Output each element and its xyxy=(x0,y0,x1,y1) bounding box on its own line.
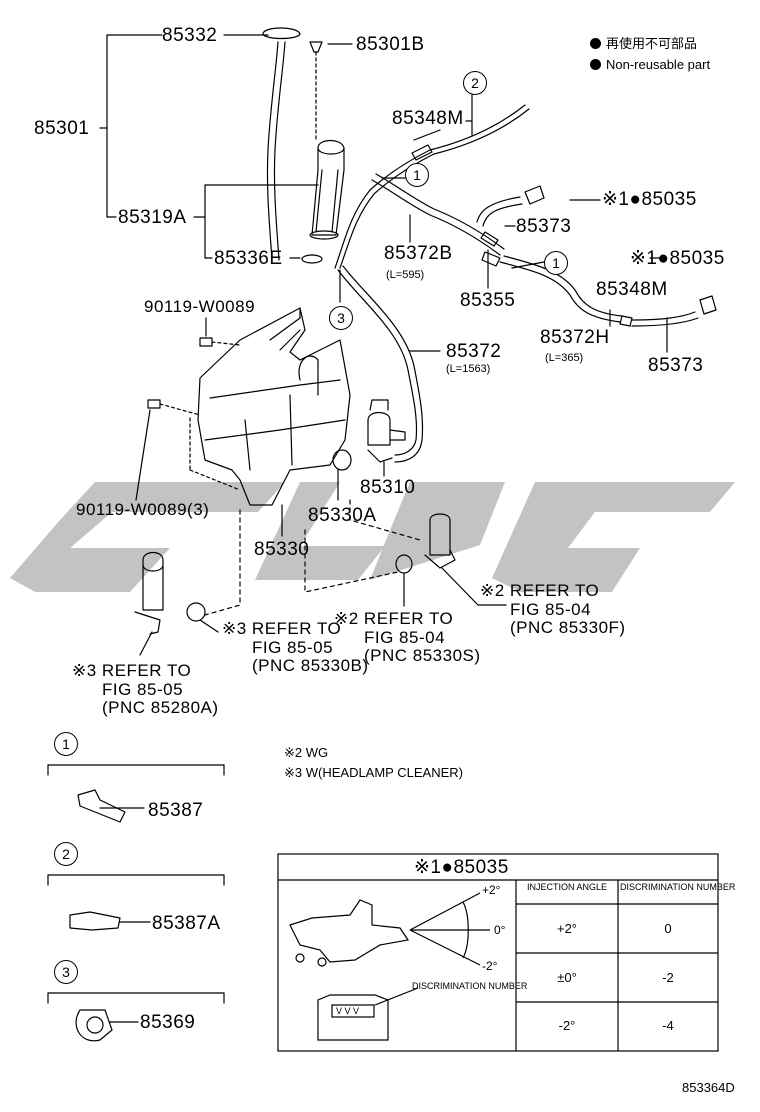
label-85373-b[interactable]: 85373 xyxy=(648,355,704,376)
callout-2-group: 2 xyxy=(54,842,78,866)
length-85372b: (L=595) xyxy=(386,269,425,281)
label-85372h[interactable]: 85372H xyxy=(540,327,610,348)
hose-85372b-drawing xyxy=(334,149,431,269)
table-angle-2: -2° xyxy=(558,1018,576,1033)
grommet-drawing xyxy=(301,254,323,264)
label-85301[interactable]: 85301 xyxy=(34,118,90,139)
label-85355[interactable]: 85355 xyxy=(460,290,516,311)
label-85348m-right[interactable]: 85348M xyxy=(596,279,668,300)
label-85035-b[interactable]: ※1●85035 xyxy=(630,248,725,269)
label-90119-bottom[interactable]: 90119-W0089(3) xyxy=(76,500,210,519)
label-85387[interactable]: 85387 xyxy=(148,800,204,821)
watermark-logo xyxy=(10,482,735,592)
refer-line: FIG 85-05 xyxy=(252,637,334,657)
refer-note-85330b[interactable]: ※3 REFER TO FIG 85-05 (PNC 85330B) xyxy=(222,619,369,676)
callout-1-right[interactable]: 1 xyxy=(544,251,568,275)
label-85387a[interactable]: 85387A xyxy=(152,913,221,934)
length-85372: (L=1563) xyxy=(446,363,491,375)
legend-text-en: Non-reusable part xyxy=(606,57,711,72)
legend-item-english: Non-reusable part xyxy=(590,58,710,71)
refer-line: FIG 85-04 xyxy=(510,599,592,619)
refer-line: (PNC 85330B) xyxy=(252,656,369,676)
filled-dot-icon xyxy=(590,38,601,49)
refer-line: FIG 85-04 xyxy=(364,627,446,647)
legend-item-japanese: 再使用不可部品 xyxy=(590,37,697,50)
filled-dot-icon xyxy=(590,59,601,70)
table-header-angle: INJECTION ANGLE xyxy=(526,882,607,892)
label-85372b[interactable]: 85372B xyxy=(384,243,453,264)
connector-marking: V V V xyxy=(336,1006,360,1016)
label-85301b[interactable]: 85301B xyxy=(356,34,425,55)
refer-note-85330s[interactable]: ※2 REFER TO FIG 85-04 (PNC 85330S) xyxy=(334,609,481,666)
nozzle-right-drawing xyxy=(699,295,717,315)
screw-top-drawing xyxy=(199,337,213,347)
label-85372[interactable]: 85372 xyxy=(446,341,502,362)
grommet-headlamp-drawing xyxy=(186,602,206,622)
diagram-id: 853364D xyxy=(682,1080,735,1095)
refer-line: (PNC 85330F) xyxy=(510,618,626,638)
nozzle-top-drawing xyxy=(524,185,545,205)
label-85035-a[interactable]: ※1●85035 xyxy=(602,189,697,210)
refer-line: ※2 REFER TO xyxy=(334,609,454,628)
label-85330[interactable]: 85330 xyxy=(254,539,310,560)
label-85369[interactable]: 85369 xyxy=(140,1012,196,1033)
grommet-wg-drawing xyxy=(395,554,413,574)
callout-2-top[interactable]: 2 xyxy=(463,71,487,95)
nozzle-table-frame xyxy=(277,853,719,1052)
joint-85355-drawing xyxy=(481,251,501,267)
callout-1-group: 1 xyxy=(54,732,78,756)
callout-3[interactable]: 3 xyxy=(329,306,353,330)
label-85336e[interactable]: 85336E xyxy=(214,248,283,269)
callout-1-left[interactable]: 1 xyxy=(405,163,429,187)
clamp-85387-drawing xyxy=(77,789,126,823)
clip-85301b-drawing xyxy=(309,41,323,53)
refer-line: ※3 REFER TO xyxy=(222,619,342,638)
legend-text-jp: 再使用不可部品 xyxy=(606,36,698,51)
screw-left-drawing xyxy=(147,399,161,409)
spray-angle-zero: 0° xyxy=(494,923,506,937)
refer-line: FIG 85-05 xyxy=(102,679,184,699)
clamp-85387a-drawing xyxy=(69,911,121,931)
grommet-85330a-drawing xyxy=(332,449,352,471)
table-angle-0: +2° xyxy=(556,921,578,936)
table-num-2: -4 xyxy=(662,1018,674,1033)
label-90119-top[interactable]: 90119-W0089 xyxy=(144,297,256,316)
label-85330a[interactable]: 85330A xyxy=(308,505,377,526)
pump-85310-drawing xyxy=(367,411,391,446)
refer-line: ※2 REFER TO xyxy=(480,581,600,600)
washer-tank-drawing xyxy=(197,307,351,506)
table-angle-1: ±0° xyxy=(557,970,577,985)
pump-wg-drawing xyxy=(429,513,451,556)
label-85310[interactable]: 85310 xyxy=(360,477,416,498)
filler-neck-drawing xyxy=(311,139,345,236)
footnote-headlamp: ※3 W(HEADLAMP CLEANER) xyxy=(284,765,463,780)
tank-cap-drawing xyxy=(262,27,301,40)
pump-headlamp-drawing xyxy=(142,551,164,611)
label-85373-a[interactable]: 85373 xyxy=(516,216,572,237)
disc-number-label: DISCRIMINATION NUMBER xyxy=(412,981,528,991)
spray-angle-plus: +2° xyxy=(482,883,501,897)
label-85332[interactable]: 85332 xyxy=(162,25,218,46)
table-header-number: DISCRIMINATION NUMBER xyxy=(620,882,736,892)
refer-note-85280a[interactable]: ※3 REFER TO FIG 85-05 (PNC 85280A) xyxy=(72,661,219,718)
spray-angle-minus: -2° xyxy=(482,959,498,973)
label-85348m-top[interactable]: 85348M xyxy=(392,108,464,129)
callout-3-group: 3 xyxy=(54,960,78,984)
refer-note-85330f[interactable]: ※2 REFER TO FIG 85-04 (PNC 85330F) xyxy=(480,581,626,638)
refer-line: (PNC 85280A) xyxy=(102,698,219,718)
refer-line: (PNC 85330S) xyxy=(364,646,481,666)
label-85319a[interactable]: 85319A xyxy=(118,207,187,228)
table-num-0: 0 xyxy=(664,921,672,936)
table-title: ※1●85035 xyxy=(414,857,509,878)
length-85372h: (L=365) xyxy=(545,352,584,364)
refer-line: ※3 REFER TO xyxy=(72,661,192,680)
footnote-wg: ※2 WG xyxy=(284,745,329,760)
table-num-1: -2 xyxy=(662,970,674,985)
clamp-85369-drawing xyxy=(75,1009,113,1042)
